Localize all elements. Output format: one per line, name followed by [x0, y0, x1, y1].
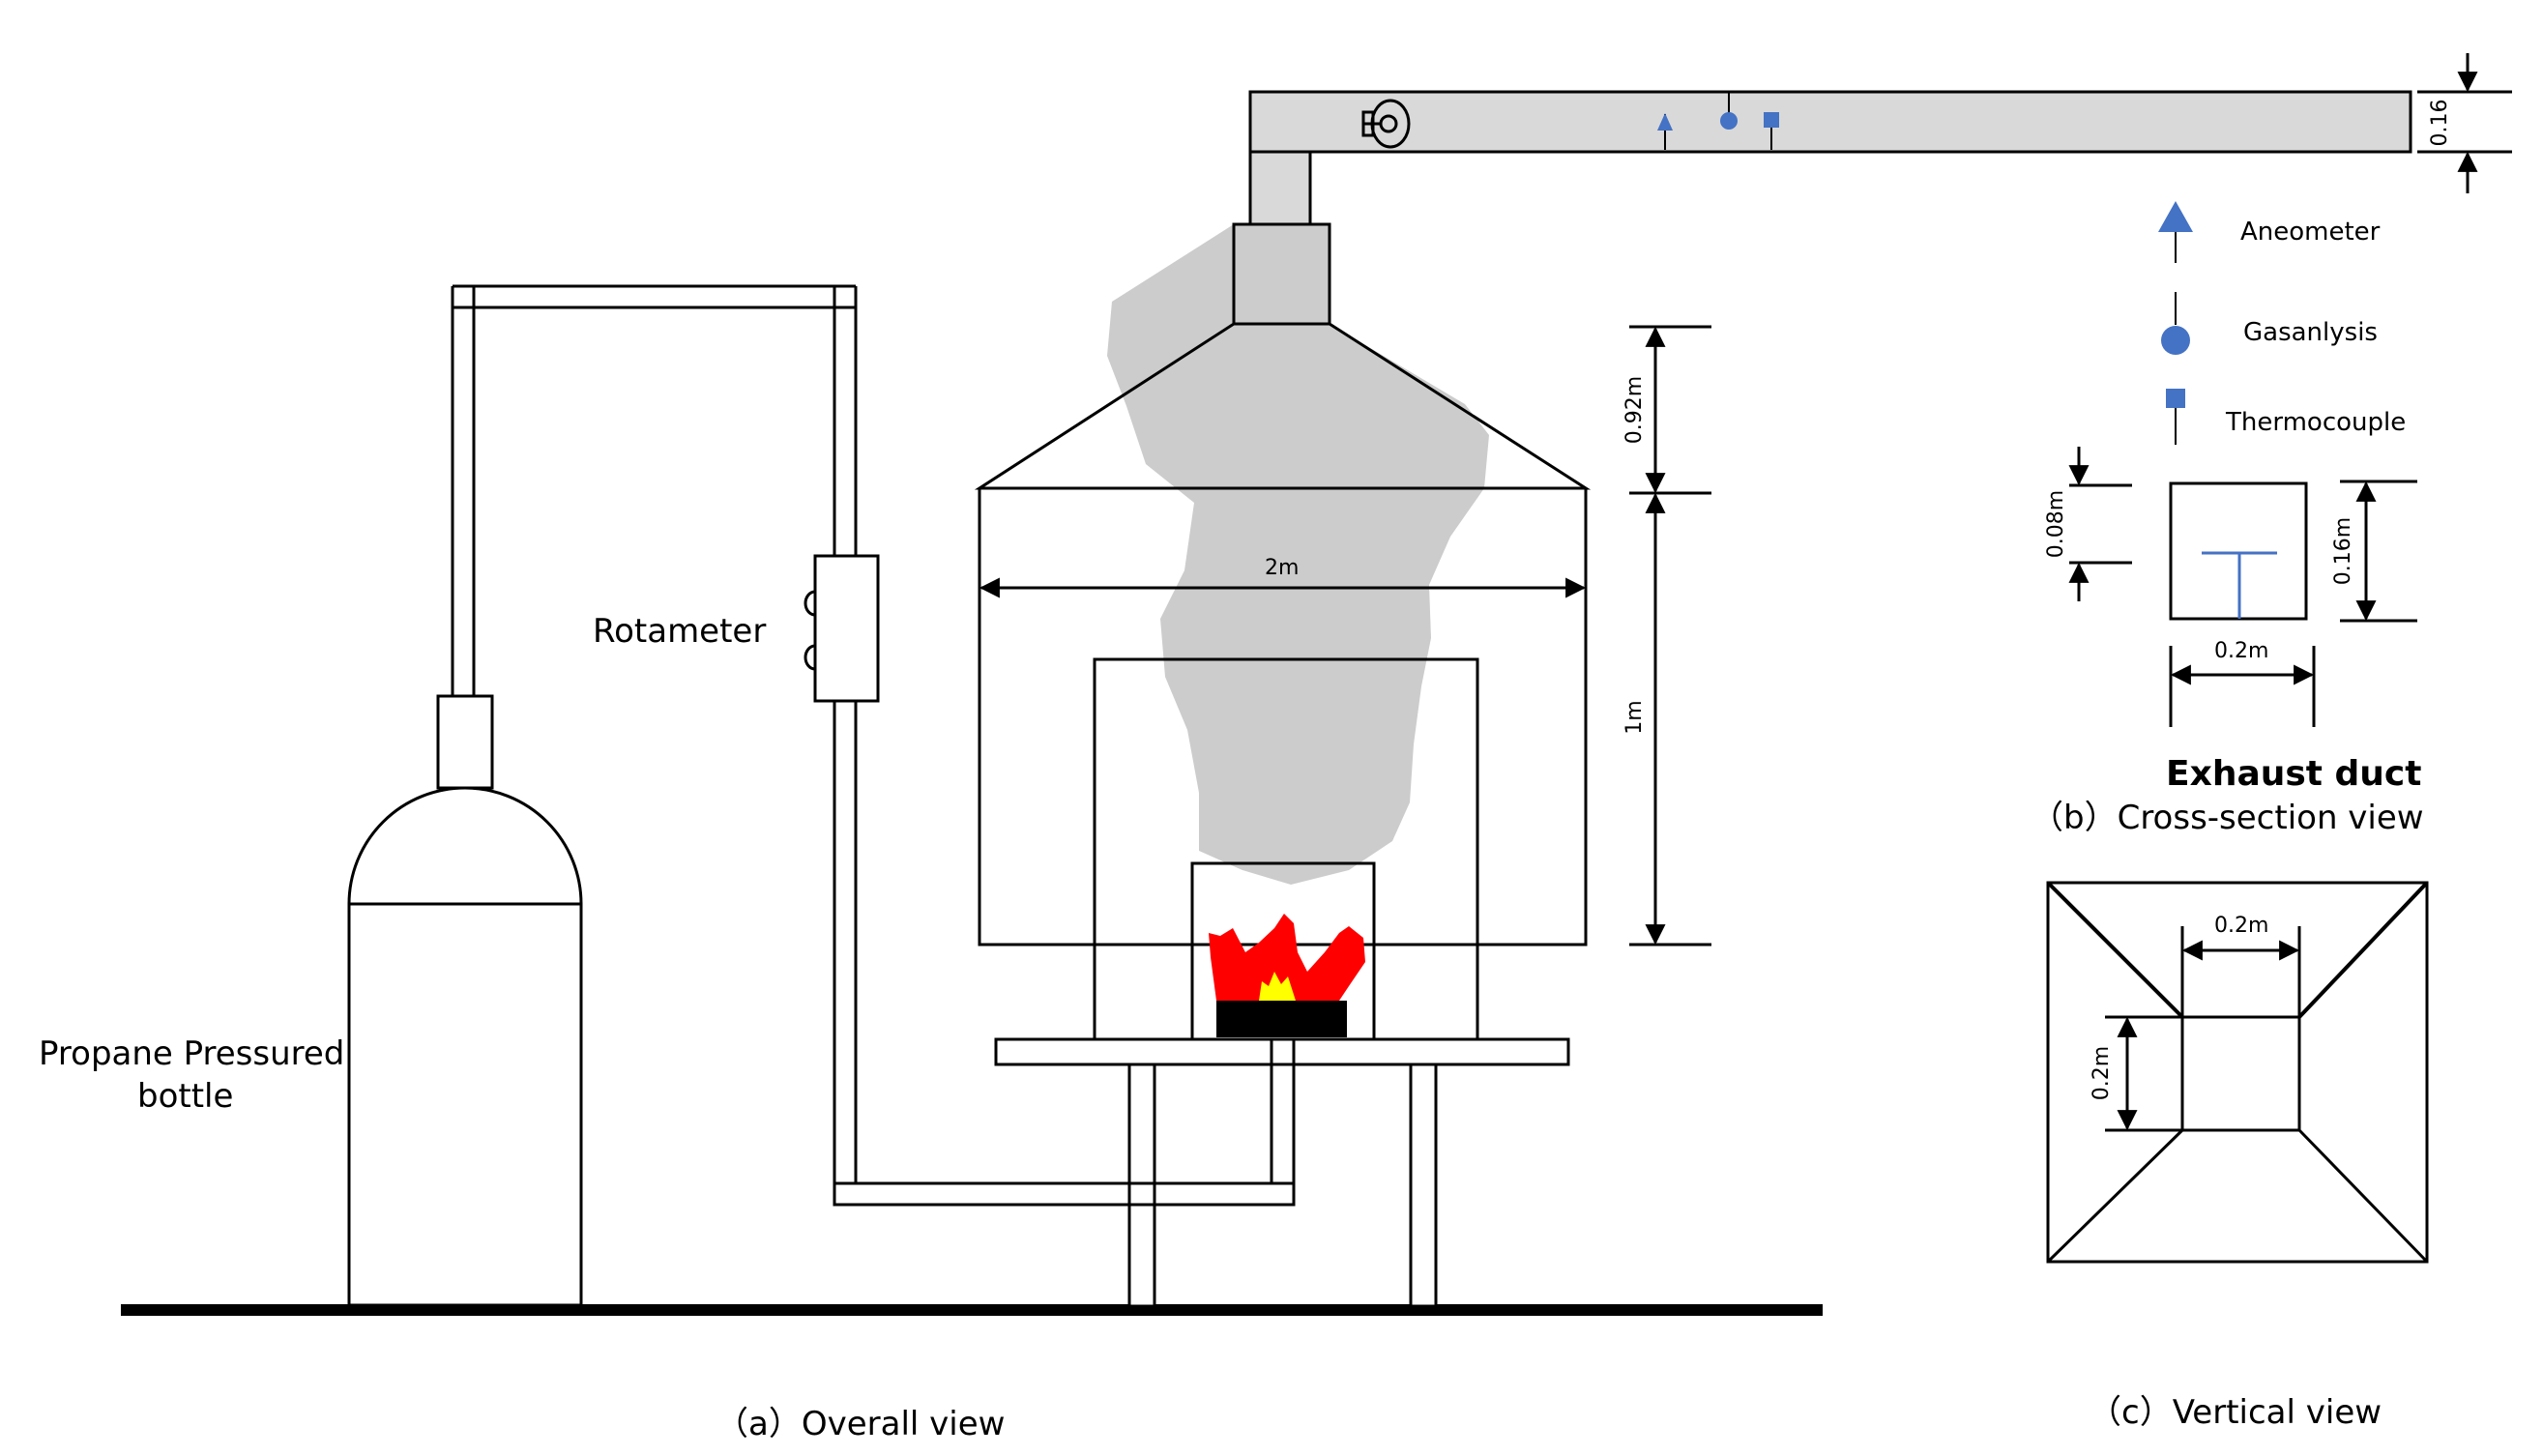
- exhaust-duct: [1248, 90, 2412, 154]
- section-height-dimension: [2340, 480, 2417, 623]
- vertical-side-label: 0.2m: [2090, 1046, 2114, 1100]
- hood-width-label: 2m: [1265, 556, 1299, 580]
- table-leg-left: [1127, 1063, 1156, 1308]
- bottle-dome: [347, 786, 583, 905]
- gas-analysis-label: Gasanlysis: [2243, 318, 2378, 347]
- vertical-top-width-label: 0.2m: [2214, 914, 2268, 938]
- hood-cone: [974, 322, 1592, 490]
- vertical-top-width-dimension: [2180, 926, 2301, 1017]
- fan-icon: [1361, 99, 1411, 149]
- hood-height-dimensions: [1629, 325, 1711, 946]
- table-leg-right: [1409, 1063, 1438, 1308]
- bottle-valve: [436, 694, 494, 790]
- rotameter-label: Rotameter: [593, 612, 766, 651]
- gas-supply-pipe: [451, 284, 1296, 1207]
- section-height-label: 0.16m: [2331, 517, 2355, 585]
- caption-overall-view: （a）Overall view: [716, 1405, 1005, 1443]
- hood-width-dimension: [978, 566, 1588, 619]
- flame: [1209, 914, 1365, 1001]
- table-top: [994, 1037, 1570, 1066]
- anemometer-icon: [2158, 201, 2193, 232]
- duct-sensor-probes: [1657, 92, 1779, 150]
- gas-analysis-icon: [2161, 326, 2190, 355]
- vertical-view-diagonals: [2046, 881, 2429, 1264]
- cone-height-label: 0.92m: [1622, 376, 1647, 444]
- hood-neck: [1232, 222, 1331, 326]
- probe-depth-dimension: [2068, 447, 2132, 601]
- legend-thermocouple: Thermocouple: [2166, 389, 2406, 445]
- anemometer-label: Aneometer: [2240, 218, 2381, 247]
- duct-height-label: 0.16: [2428, 100, 2452, 147]
- rotameter-knobs: [804, 590, 816, 671]
- bottle-label-line2: bottle: [137, 1077, 233, 1116]
- smoke-plume: [1107, 224, 1489, 885]
- bottle-label-line1: Propane Pressured: [39, 1034, 344, 1073]
- skirt-height-label: 1m: [1622, 700, 1647, 734]
- thermocouple-label: Thermocouple: [2225, 408, 2406, 437]
- flame-core: [1259, 972, 1296, 1001]
- burner: [1216, 1001, 1347, 1037]
- caption-cross-section-view: （b）Cross-section view: [2031, 799, 2424, 837]
- burner-enclosure: [1093, 657, 1479, 1039]
- vertical-view-inner: [2180, 1015, 2301, 1132]
- vertical-view-outer: [2046, 881, 2429, 1264]
- probe-t-icon: [2202, 551, 2277, 619]
- section-width-label: 0.2m: [2214, 639, 2268, 663]
- thermocouple-icon: [2166, 389, 2185, 408]
- legend-anemometer: Aneometer: [2158, 201, 2381, 263]
- vertical-side-dimension: [2105, 1015, 2182, 1132]
- rotameter-body: [813, 554, 880, 703]
- exhaust-duct-title: Exhaust duct: [2166, 754, 2421, 794]
- section-width-dimension: [2169, 646, 2316, 727]
- bottle-body: [347, 902, 583, 1307]
- caption-vertical-view: （c）Vertical view: [2089, 1393, 2382, 1432]
- duct-height-dimension: [2417, 53, 2512, 193]
- legend-gas-analysis: Gasanlysis: [2161, 292, 2378, 355]
- probe-depth-label: 0.08m: [2044, 490, 2068, 558]
